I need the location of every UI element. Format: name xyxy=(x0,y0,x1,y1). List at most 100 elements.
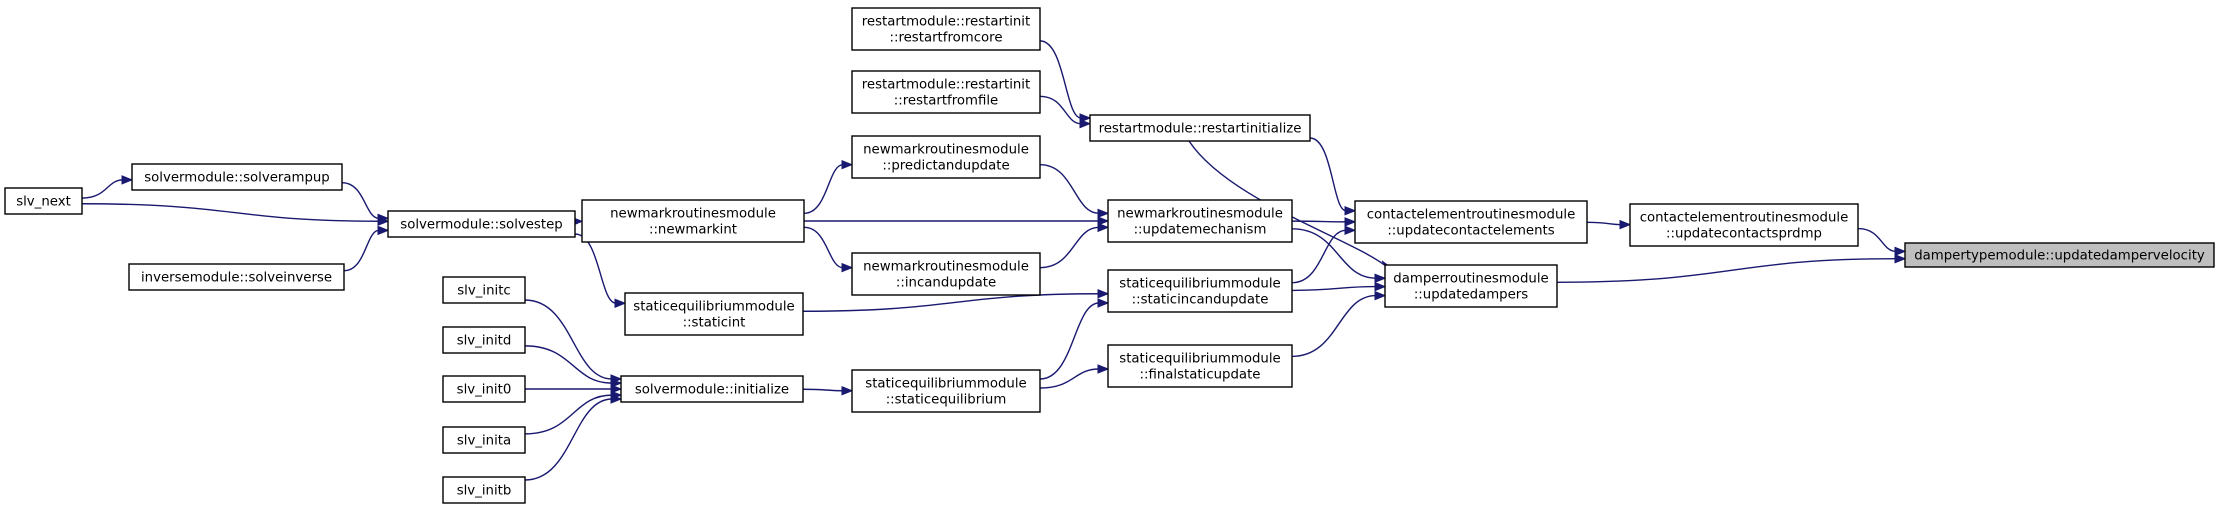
arrowhead xyxy=(121,175,134,185)
node-label: slv_init0 xyxy=(457,383,512,398)
call-edge xyxy=(524,345,613,384)
node-incandupdate[interactable]: newmarkroutinesmodule::incandupdate xyxy=(851,252,1041,296)
node-label: solvermodule::solvestep xyxy=(400,218,562,233)
arrowhead xyxy=(1097,289,1110,299)
node-staticint[interactable]: staticequilibriummodule::staticint xyxy=(624,292,804,336)
arrowhead xyxy=(377,225,390,236)
node-slv-initc[interactable]: slv_initc xyxy=(442,276,526,304)
node-label: ::staticequilibrium xyxy=(886,393,1007,408)
node-restartfromcore[interactable]: restartmodule::restartinit::restartfromc… xyxy=(851,7,1041,51)
node-label: solvermodule::solverampup xyxy=(144,171,330,186)
node-label: slv_initb xyxy=(457,484,512,499)
node-box xyxy=(1107,269,1293,313)
arrowhead xyxy=(1344,225,1357,236)
node-box xyxy=(4,187,83,215)
node-box xyxy=(128,263,345,291)
node-box xyxy=(851,252,1041,296)
node-label: contactelementroutinesmodule xyxy=(1640,211,1849,226)
node-slv-initb[interactable]: slv_initb xyxy=(442,476,526,504)
node-box xyxy=(1107,199,1293,243)
node-slv-init0[interactable]: slv_init0 xyxy=(442,375,526,403)
node-label: slv_initc xyxy=(457,284,510,299)
node-target[interactable]: dampertypemodule::updatedampervelocity xyxy=(1904,242,2215,268)
call-edge xyxy=(81,203,380,222)
node-label: ::updatedampers xyxy=(1414,288,1528,303)
node-label: restartmodule::restartinit xyxy=(862,15,1030,30)
node-box xyxy=(1089,114,1311,142)
arrowhead xyxy=(1374,273,1387,283)
node-box xyxy=(1107,344,1293,388)
node-label: ::restartfromcore xyxy=(889,31,1002,46)
node-box xyxy=(1904,242,2215,268)
node-updcontactsprdmp[interactable]: contactelementroutinesmodule::updatecont… xyxy=(1629,203,1859,247)
node-label: restartmodule::restartinitialize xyxy=(1099,122,1302,137)
node-solvestep[interactable]: solvermodule::solvestep xyxy=(387,210,576,238)
call-edge xyxy=(1039,40,1082,119)
arrowhead xyxy=(377,216,390,226)
node-label: dampertypemodule::updatedampervelocity xyxy=(1914,249,2205,264)
call-edge xyxy=(1291,229,1347,284)
node-box xyxy=(1629,203,1859,247)
call-edge xyxy=(524,394,613,435)
node-solverampup[interactable]: solvermodule::solverampup xyxy=(131,163,343,191)
call-edge xyxy=(1556,258,1897,283)
node-label: ::newmarkint xyxy=(649,223,737,238)
node-label: staticequilibriummodule xyxy=(1119,352,1280,367)
node-label: ::updatecontactelements xyxy=(1387,224,1554,239)
node-label: newmarkroutinesmodule xyxy=(863,143,1029,158)
node-staticincandupdate[interactable]: staticequilibriummodule::staticincandupd… xyxy=(1107,269,1293,313)
arrowhead xyxy=(610,378,623,388)
node-label: ::finalstaticupdate xyxy=(1140,368,1261,383)
node-box xyxy=(1354,200,1588,244)
arrowhead xyxy=(1097,216,1110,226)
node-box xyxy=(620,375,804,403)
call-edge xyxy=(1586,221,1622,226)
node-box xyxy=(581,199,805,243)
node-updatedampers[interactable]: damperroutinesmodule::updatedampers xyxy=(1384,264,1558,308)
node-updcontactelements[interactable]: contactelementroutinesmodule::updatecont… xyxy=(1354,200,1588,244)
node-restartinitialize[interactable]: restartmodule::restartinitialize xyxy=(1089,114,1311,142)
node-box xyxy=(851,7,1041,51)
call-edge xyxy=(81,179,124,199)
node-solveinverse[interactable]: inversemodule::solveinverse xyxy=(128,263,345,291)
arrowhead xyxy=(841,386,854,396)
node-staticequilibrium[interactable]: staticequilibriummodule::staticequilibri… xyxy=(851,369,1041,413)
node-label: damperroutinesmodule xyxy=(1393,272,1548,287)
node-label: solvermodule::initialize xyxy=(635,383,789,398)
node-label: ::updatecontactsprdmp xyxy=(1666,227,1822,242)
node-slv-inita[interactable]: slv_inita xyxy=(442,426,526,454)
arrowhead xyxy=(1374,290,1387,301)
node-box xyxy=(851,70,1041,114)
node-slv-next[interactable]: slv_next xyxy=(4,187,83,215)
node-box xyxy=(851,369,1041,413)
call-edge xyxy=(1857,227,1897,253)
arrowhead xyxy=(1097,208,1110,219)
call-edge xyxy=(1291,285,1377,292)
call-edge xyxy=(343,229,380,272)
node-updatemechanism[interactable]: newmarkroutinesmodule::updatemechanism xyxy=(1107,199,1293,243)
call-edge xyxy=(1039,302,1100,380)
call-edge xyxy=(1309,137,1347,212)
node-slv-initd[interactable]: slv_initd xyxy=(442,326,526,354)
node-label: staticequilibriummodule xyxy=(865,377,1026,392)
call-edge xyxy=(1039,163,1100,215)
arrowhead xyxy=(1097,364,1110,374)
call-edge xyxy=(802,293,1100,312)
call-edge xyxy=(1291,294,1377,358)
arrowhead xyxy=(1374,281,1387,292)
call-edge xyxy=(802,388,844,392)
node-restartfromfile[interactable]: restartmodule::restartinit::restartfromf… xyxy=(851,70,1041,114)
node-label: slv_initd xyxy=(457,334,512,349)
node-initialize[interactable]: solvermodule::initialize xyxy=(620,375,804,403)
node-label: inversemodule::solveinverse xyxy=(141,271,332,286)
call-edge xyxy=(524,299,613,380)
node-label: contactelementroutinesmodule xyxy=(1367,208,1576,223)
node-box xyxy=(851,135,1041,179)
arrowhead xyxy=(1619,219,1632,230)
node-predictandupdate[interactable]: newmarkroutinesmodule::predictandupdate xyxy=(851,135,1041,179)
call-edge xyxy=(1039,368,1100,389)
node-finalstaticupdate[interactable]: staticequilibriummodule::finalstaticupda… xyxy=(1107,344,1293,388)
node-newmarkint[interactable]: newmarkroutinesmodule::newmarkint xyxy=(581,199,805,243)
node-box xyxy=(1384,264,1558,308)
